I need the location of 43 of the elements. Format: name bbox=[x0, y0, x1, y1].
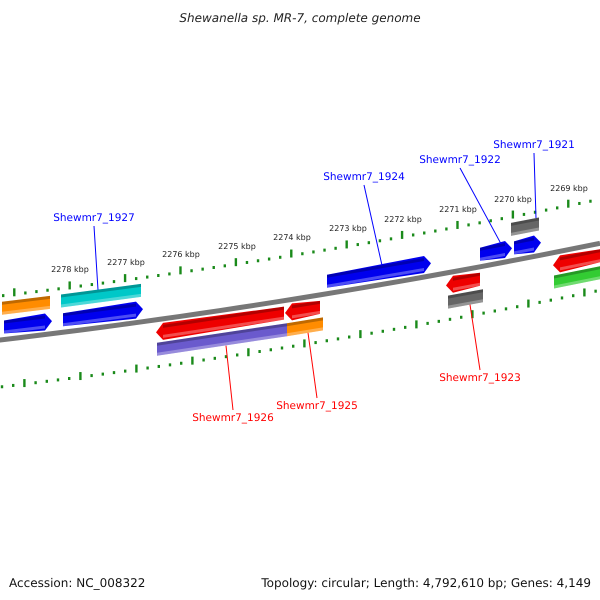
gene-feature bbox=[480, 241, 512, 261]
gene-feature bbox=[514, 235, 541, 254]
gene-label: Shewmr7_1922 bbox=[419, 153, 501, 167]
gene-bar bbox=[157, 323, 287, 356]
scale-label: 2274 kbp bbox=[273, 232, 311, 244]
gene-feature bbox=[156, 306, 284, 340]
gene-label: Shewmr7_1925 bbox=[276, 399, 358, 413]
gene-bar bbox=[511, 217, 539, 236]
gene-bar bbox=[554, 266, 600, 289]
gene-feature bbox=[327, 256, 431, 288]
leader-line bbox=[364, 184, 382, 266]
leader-line bbox=[308, 332, 318, 398]
scale-label: 2275 kbp bbox=[218, 240, 256, 252]
scale-label: 2278 kbp bbox=[51, 264, 89, 276]
gene-bar bbox=[287, 317, 323, 336]
gene-feature bbox=[285, 300, 320, 320]
scale-label: 2269 kbp bbox=[550, 182, 588, 194]
gene-feature bbox=[63, 302, 143, 326]
gene-bar bbox=[61, 284, 141, 308]
title: Shewanella sp. MR-7, complete genome bbox=[178, 10, 422, 27]
leader-line bbox=[534, 152, 536, 219]
gene-label: Shewmr7_1924 bbox=[323, 170, 405, 184]
gene-label: Shewmr7_1926 bbox=[192, 411, 274, 425]
gene-bar bbox=[448, 289, 483, 309]
genome-summary: Topology: circular; Length: 4,792,610 bp; Genes: 4,149 bbox=[261, 575, 591, 592]
leader-line bbox=[460, 168, 502, 244]
gene-feature bbox=[4, 314, 52, 334]
scale-label: 2277 kbp bbox=[107, 256, 145, 268]
scale-label: 2273 kbp bbox=[329, 223, 367, 234]
gene-label: Shewmr7_1923 bbox=[439, 371, 521, 385]
scale-label: 2276 kbp bbox=[162, 249, 200, 260]
gene-feature bbox=[446, 272, 480, 293]
scale-label: 2270 kbp bbox=[494, 194, 532, 205]
gene-bar bbox=[2, 296, 50, 315]
accession-note: Accession: NC_008322 bbox=[9, 575, 146, 592]
leader-line bbox=[94, 226, 98, 290]
leader-line bbox=[470, 304, 480, 370]
leader-line bbox=[226, 345, 234, 410]
scale-label: 2271 kbp bbox=[439, 204, 477, 215]
gene-label: Shewmr7_1921 bbox=[493, 138, 575, 152]
gene-feature bbox=[553, 249, 600, 272]
scale-label: 2272 kbp bbox=[384, 214, 422, 225]
gene-label: Shewmr7_1927 bbox=[53, 211, 135, 225]
